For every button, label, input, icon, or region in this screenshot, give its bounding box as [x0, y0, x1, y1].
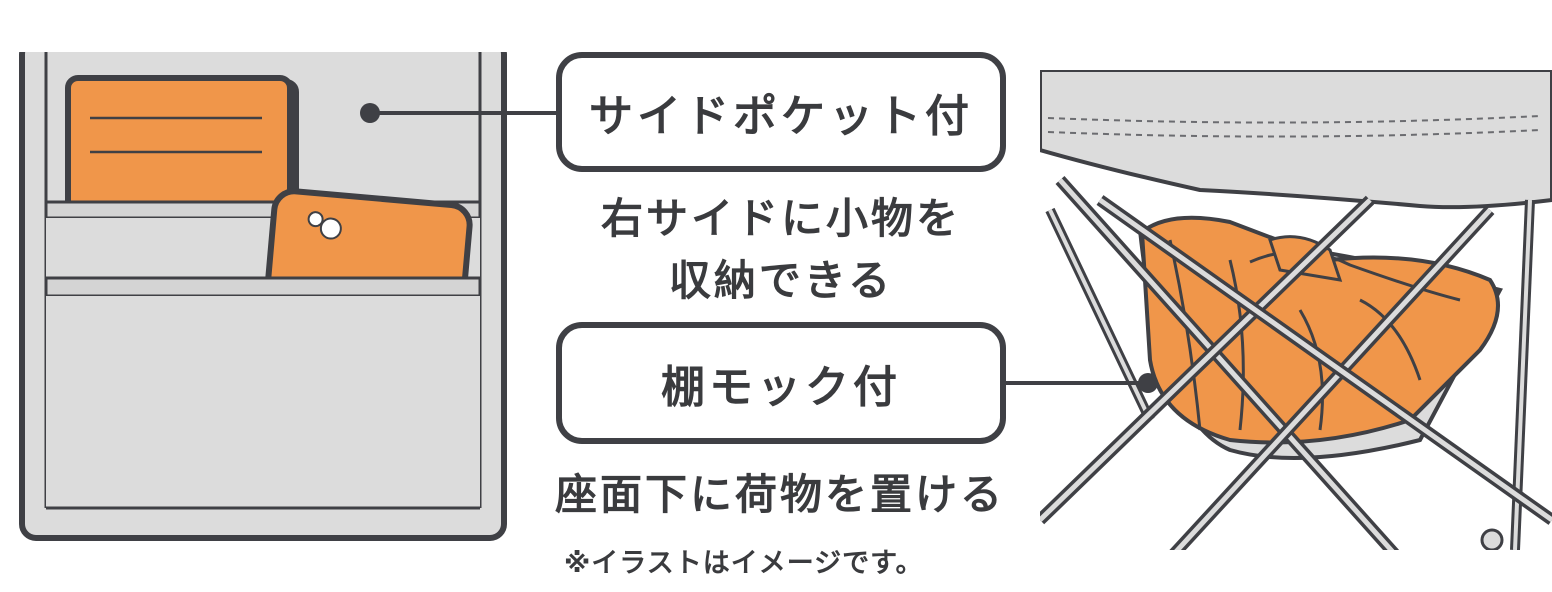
side-pocket-illustration	[10, 0, 556, 541]
side-pocket-callout: サイドポケット付	[556, 52, 1006, 172]
illustration-note: ※イラストはイメージです。	[564, 548, 924, 579]
hammock-callout: 棚モック付	[556, 322, 1006, 444]
hammock-illustration	[1006, 70, 1552, 550]
side-pocket-description-line2: 収納できる	[668, 256, 894, 305]
side-pocket-label: サイドポケット付	[589, 91, 973, 142]
hammock-description: 座面下に荷物を置ける	[554, 470, 1005, 519]
side-pocket-description-line1: 右サイドに小物を	[600, 194, 961, 243]
notebook-icon	[65, 75, 299, 235]
hammock-label: 棚モック付	[661, 362, 901, 413]
